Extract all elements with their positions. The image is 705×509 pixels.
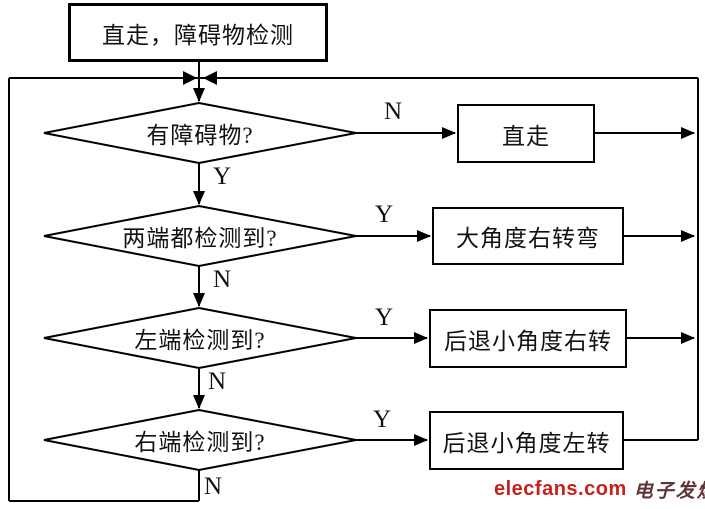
branch-label-yes-3: Y — [375, 304, 394, 331]
branch-label-no-1: N — [384, 98, 403, 125]
branch-label-yes-1: Y — [213, 163, 232, 190]
start-node-label: 直走，障碍物检测 — [102, 22, 294, 48]
start-node: 直走，障碍物检测 — [68, 3, 328, 62]
action-label-2: 大角度右转弯 — [456, 226, 600, 251]
action-node-3: 后退小角度右转 — [429, 309, 627, 368]
action-node-2: 大角度右转弯 — [432, 207, 624, 265]
branch-label-yes-2: Y — [375, 201, 394, 228]
action-node-1: 直走 — [457, 104, 595, 163]
decision-diamond-2 — [43, 204, 357, 268]
decision-diamond-4 — [43, 408, 357, 472]
branch-label-no-2: N — [213, 266, 232, 293]
action-label-1: 直走 — [502, 123, 550, 149]
elecfans-logo: elecfans.com — [494, 478, 627, 500]
decision-diamond-3 — [43, 306, 357, 370]
branch-label-yes-4: Y — [373, 406, 392, 433]
watermark: elecfans.com 电子发烧友 — [494, 476, 705, 503]
merge-arrowhead-left — [183, 71, 197, 85]
action-label-4: 后退小角度左转 — [442, 430, 611, 456]
branch-label-no-4: N — [204, 473, 223, 500]
action-label-3: 后退小角度右转 — [444, 328, 612, 354]
loop-rails — [8, 77, 699, 502]
watermark-site-name: 电子发烧友 — [633, 481, 705, 502]
branch-label-no-3: N — [208, 368, 227, 395]
decision-diamond-1 — [43, 101, 357, 165]
action-node-4: 后退小角度左转 — [429, 411, 624, 470]
merge-arrowhead-right — [203, 71, 217, 85]
